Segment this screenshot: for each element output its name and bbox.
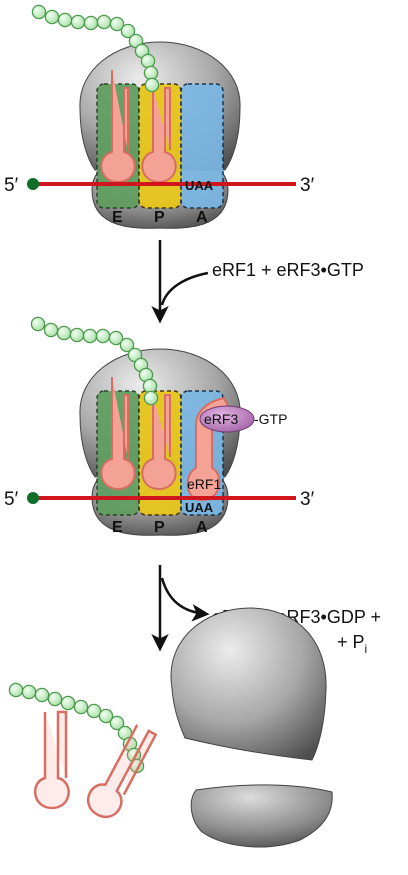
peptide-chain-panel2: [30, 316, 159, 406]
peptide-bead: [143, 390, 159, 406]
released-trna-2: [86, 724, 158, 818]
peptide-bead: [142, 378, 158, 394]
panel-1-ribosome-complex: 5′ 3′ UAA E P A: [4, 4, 315, 229]
trna-p-site-panel1: [141, 87, 177, 184]
five-prime-label-panel2: 5′: [4, 489, 19, 510]
peptide-bead: [34, 687, 50, 703]
free-large-subunit: [170, 607, 327, 761]
panel-3-dissociated-components: [8, 607, 333, 848]
peptide-bead: [144, 77, 160, 93]
step-2-products-prefix: + P: [337, 632, 365, 652]
erf3-label: eRF3: [204, 411, 238, 427]
peptide-bead: [73, 699, 89, 715]
peptide-bead: [82, 328, 98, 344]
peptide-bead: [83, 15, 99, 31]
peptide-bead: [30, 316, 46, 332]
step-1-arrow: eRF1 + eRF3•GTP: [151, 240, 364, 324]
peptide-bead: [95, 328, 111, 344]
panel-2-ribosome-complex: eRF1 eRF3 -GTP 5′ 3′ UAA E P A: [4, 316, 315, 536]
five-prime-label-panel1: 5′: [4, 175, 19, 196]
site-e-label-panel2: E: [112, 519, 123, 536]
peptide-bead: [8, 682, 24, 698]
step-2-products-subscript: i: [365, 642, 368, 656]
peptide-bead: [69, 327, 85, 343]
peptide-bead: [21, 684, 37, 700]
mrna-5prime-cap-panel1: [27, 178, 39, 190]
peptide-bead: [120, 23, 136, 39]
peptide-bead: [119, 337, 135, 353]
peptide-bead: [43, 322, 59, 338]
trna-p-site-panel2: [141, 394, 177, 491]
peptide-bead: [70, 14, 86, 30]
stop-codon-label-panel2: UAA: [185, 500, 214, 515]
peptide-bead: [86, 703, 102, 719]
erf3-gtp-factor: eRF3 -GTP: [199, 405, 287, 433]
three-prime-label-panel1: 3′: [300, 175, 315, 196]
peptide-bead: [60, 695, 76, 711]
site-a-label-panel2: A: [196, 519, 208, 536]
site-p-label-panel1: P: [154, 209, 165, 226]
site-p-label-panel2: P: [154, 519, 165, 536]
peptide-bead: [98, 708, 114, 724]
step-2-products-line2: + Pi: [337, 632, 367, 656]
peptide-bead: [108, 330, 124, 346]
peptide-bead: [109, 715, 125, 731]
peptide-bead: [96, 14, 112, 30]
free-small-subunit: [190, 784, 333, 848]
trna-e-site-panel2: [100, 377, 136, 491]
stop-codon-label-panel1: UAA: [185, 178, 214, 193]
a-site-panel1: [180, 83, 224, 209]
peptide-bead: [47, 691, 63, 707]
peptide-bead: [140, 53, 156, 69]
mrna-5prime-cap-panel2: [27, 492, 39, 504]
peptide-bead: [143, 65, 159, 81]
three-prime-label-panel2: 3′: [300, 489, 315, 510]
step-1-reagents-label: eRF1 + eRF3•GTP: [212, 260, 364, 280]
peptide-bead: [31, 4, 47, 20]
gtp-tag-label: -GTP: [254, 411, 287, 427]
site-e-label-panel1: E: [112, 209, 123, 226]
peptide-bead: [44, 9, 60, 25]
erf1-label: eRF1: [187, 476, 221, 492]
peptide-bead: [109, 16, 125, 32]
trna-e-site-panel1: [100, 70, 136, 184]
peptide-bead: [57, 12, 73, 28]
peptide-chain-panel1: [31, 4, 160, 93]
peptide-bead: [56, 325, 72, 341]
released-trna-1: [34, 710, 70, 810]
site-a-label-panel1: A: [196, 209, 208, 226]
